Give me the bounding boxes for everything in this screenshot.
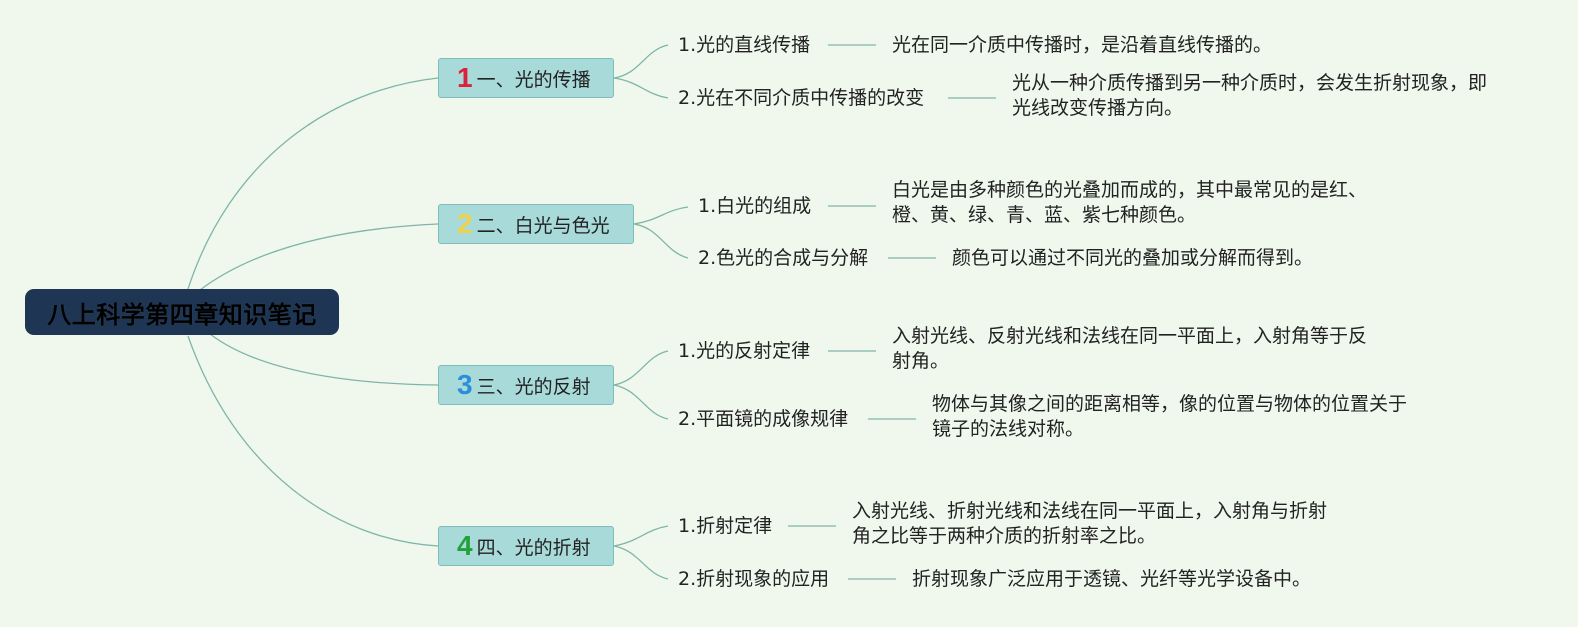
topic-label-2: 二、白光与色光 <box>476 214 610 237</box>
subtopic-3-2[interactable]: 2.平面镜的成像规律 <box>678 407 848 431</box>
leaf-line: 角之比等于两种介质的折射率之比。 <box>852 525 1157 547</box>
subtopic-label: 1.白光的组成 <box>698 195 812 217</box>
leaf-line: 物体与其像之间的距离相等，像的位置与物体的位置关于 <box>932 393 1408 415</box>
leaf-note-4-1[interactable]: 入射光线、折射光线和法线在同一平面上，入射角与折射 角之比等于两种介质的折射率之… <box>852 499 1327 549</box>
topic-number-1: 1 <box>457 62 473 93</box>
topic-label-4: 四、光的折射 <box>476 536 591 559</box>
topic-node-2[interactable]: 2 二、白光与色光 <box>438 204 634 244</box>
leaf-line: 白光是由多种颜色的光叠加而成的，其中最常见的是红、 <box>892 179 1368 201</box>
topic-node-1[interactable]: 1 一、光的传播 <box>438 58 614 98</box>
topic-label-3: 三、光的反射 <box>476 375 591 398</box>
leaf-note-2-2[interactable]: 颜色可以通过不同光的叠加或分解而得到。 <box>952 246 1313 271</box>
leaf-line: 橙、黄、绿、青、蓝、紫七种颜色。 <box>892 204 1197 226</box>
subtopic-label: 2.平面镜的成像规律 <box>678 408 849 430</box>
subtopic-4-1[interactable]: 1.折射定律 <box>678 514 772 538</box>
leaf-line: 入射光线、折射光线和法线在同一平面上，入射角与折射 <box>852 500 1328 522</box>
leaf-note-2-1[interactable]: 白光是由多种颜色的光叠加而成的，其中最常见的是红、 橙、黄、绿、青、蓝、紫七种颜… <box>892 178 1367 228</box>
topic-number-4: 4 <box>457 530 473 561</box>
topic-node-4[interactable]: 4 四、光的折射 <box>438 526 614 566</box>
leaf-line: 射角。 <box>892 350 950 372</box>
subtopic-label: 1.光的反射定律 <box>678 340 811 362</box>
leaf-line: 光在同一介质中传播时，是沿着直线传播的。 <box>892 34 1273 56</box>
leaf-line: 光从一种介质传播到另一种介质时，会发生折射现象，即 <box>1012 72 1488 94</box>
connector-root-topic-1 <box>187 77 439 290</box>
topic-node-3[interactable]: 3 三、光的反射 <box>438 365 614 405</box>
connector-topic-2-sub-1 <box>633 206 689 225</box>
root-node[interactable]: 八上科学第四章知识笔记 <box>25 289 339 335</box>
connector-topic-4-sub-1 <box>613 525 669 547</box>
connector-topic-4-sub-2 <box>613 545 669 580</box>
subtopic-3-1[interactable]: 1.光的反射定律 <box>678 339 810 363</box>
subtopic-1-1[interactable]: 1.光的直线传播 <box>678 33 810 57</box>
connector-topic-2-sub-2 <box>633 223 689 259</box>
subtopic-label: 1.光的直线传播 <box>678 34 811 56</box>
leaf-note-3-2[interactable]: 物体与其像之间的距离相等，像的位置与物体的位置关于 镜子的法线对称。 <box>932 392 1407 442</box>
topic-number-2: 2 <box>457 208 473 239</box>
root-title: 八上科学第四章知识笔记 <box>47 300 317 329</box>
connector-root-topic-2 <box>199 223 439 291</box>
connector-root-topic-4 <box>187 335 439 547</box>
connector-topic-3-sub-1 <box>613 350 669 386</box>
subtopic-2-1[interactable]: 1.白光的组成 <box>698 194 811 218</box>
subtopic-4-2[interactable]: 2.折射现象的应用 <box>678 567 829 591</box>
leaf-note-1-1[interactable]: 光在同一介质中传播时，是沿着直线传播的。 <box>892 33 1272 58</box>
connector-topic-1-sub-1 <box>613 44 669 79</box>
subtopic-1-2[interactable]: 2.光在不同介质中传播的改变 <box>678 86 924 110</box>
connector-topic-3-sub-2 <box>613 384 669 420</box>
subtopic-2-2[interactable]: 2.色光的合成与分解 <box>698 246 868 270</box>
leaf-line: 镜子的法线对称。 <box>932 418 1085 440</box>
connector-root-topic-3 <box>209 333 439 386</box>
subtopic-label: 2.光在不同介质中传播的改变 <box>678 87 925 109</box>
leaf-note-3-1[interactable]: 入射光线、反射光线和法线在同一平面上，入射角等于反 射角。 <box>892 324 1367 374</box>
subtopic-label: 2.折射现象的应用 <box>678 568 830 590</box>
leaf-line: 入射光线、反射光线和法线在同一平面上，入射角等于反 <box>892 325 1368 347</box>
topic-number-3: 3 <box>457 369 473 400</box>
subtopic-label: 2.色光的合成与分解 <box>698 247 869 269</box>
connector-topic-1-sub-2 <box>613 77 669 99</box>
leaf-note-4-2[interactable]: 折射现象广泛应用于透镜、光纤等光学设备中。 <box>912 567 1311 592</box>
topic-label-1: 一、光的传播 <box>476 68 591 91</box>
subtopic-label: 1.折射定律 <box>678 515 773 537</box>
leaf-line: 折射现象广泛应用于透镜、光纤等光学设备中。 <box>912 568 1312 590</box>
leaf-line: 光线改变传播方向。 <box>1012 97 1184 119</box>
leaf-line: 颜色可以通过不同光的叠加或分解而得到。 <box>952 247 1314 269</box>
leaf-note-1-2[interactable]: 光从一种介质传播到另一种介质时，会发生折射现象，即 光线改变传播方向。 <box>1012 71 1487 121</box>
